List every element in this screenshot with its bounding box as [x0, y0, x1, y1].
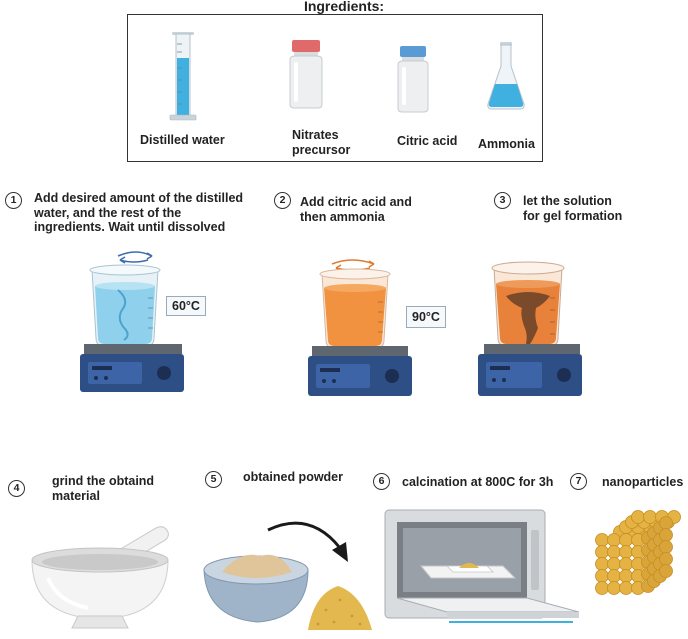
nanoparticle-sphere — [659, 528, 673, 542]
powder-bowl-icon — [203, 521, 372, 630]
nanoparticle-sphere — [659, 564, 673, 578]
nanoparticle-sphere — [631, 510, 645, 524]
nanoparticle-sphere — [619, 545, 633, 559]
arrow-head-icon — [332, 542, 348, 562]
ingredients-box — [127, 14, 543, 162]
step-3-number: 3 — [494, 192, 511, 209]
step-5-number: 5 — [205, 471, 222, 488]
step-2-temperature-label: 90°C — [406, 306, 446, 328]
nanoparticle-sphere — [619, 533, 633, 547]
nanoparticle-sphere — [659, 516, 673, 530]
blue-cap-bottle-icon — [397, 46, 429, 113]
step-5-text: obtained powder — [243, 470, 343, 484]
ingredient-label-citric-acid: Citric acid — [397, 134, 458, 148]
nanoparticle-sphere — [595, 557, 609, 571]
nanoparticles-cube-icon — [595, 510, 681, 595]
step-4-number: 4 — [8, 480, 25, 497]
mortar-and-pestle-icon — [31, 526, 169, 629]
step-6-number: 6 — [373, 473, 390, 490]
step-6-text: calcination at 800C for 3h — [402, 475, 554, 489]
nanoparticle-sphere — [595, 581, 609, 595]
red-cap-bottle-icon — [289, 40, 323, 109]
nanoparticle-sphere — [607, 569, 621, 583]
step-3-hotplate-beaker — [478, 261, 582, 396]
ingredients-title: Ingredients: — [303, 0, 385, 14]
furnace-icon — [384, 509, 580, 623]
ingredient-label-distilled-water: Distilled water — [140, 133, 225, 147]
ingredient-label-nitrates-precursor: Nitrates precursor — [292, 128, 351, 157]
nanoparticle-sphere — [607, 533, 621, 547]
nanoparticle-sphere — [659, 552, 673, 566]
graduated-cylinder-icon — [169, 32, 197, 121]
step-7-number: 7 — [570, 473, 587, 490]
nanoparticle-sphere — [607, 557, 621, 571]
step-2-text: Add citric acid and then ammonia — [300, 195, 412, 224]
nanoparticle-sphere — [619, 581, 633, 595]
nanoparticle-sphere — [595, 545, 609, 559]
nanoparticle-sphere — [595, 569, 609, 583]
step-1-number: 1 — [5, 192, 22, 209]
step-2-hotplate-beaker — [308, 259, 412, 396]
step-4-text: grind the obtaind material — [52, 474, 155, 503]
step-3-text: let the solution for gel formation — [523, 194, 623, 223]
nanoparticle-sphere — [607, 545, 621, 559]
step-1-hotplate-beaker — [80, 251, 184, 392]
step-7-text: nanoparticles — [602, 475, 684, 489]
nanoparticle-sphere — [619, 569, 633, 583]
nanoparticle-sphere — [607, 581, 621, 595]
step-2-number: 2 — [274, 192, 291, 209]
ingredient-label-ammonia: Ammonia — [478, 137, 535, 151]
nanoparticle-sphere — [619, 557, 633, 571]
nanoparticle-sphere — [659, 540, 673, 554]
step-1-temperature-label: 60°C — [166, 296, 206, 316]
step-1-text: Add desired amount of the distilled wate… — [34, 191, 244, 234]
nanoparticle-sphere — [595, 533, 609, 547]
erlenmeyer-flask-icon — [487, 42, 525, 110]
nanoparticle-sphere — [643, 510, 657, 524]
